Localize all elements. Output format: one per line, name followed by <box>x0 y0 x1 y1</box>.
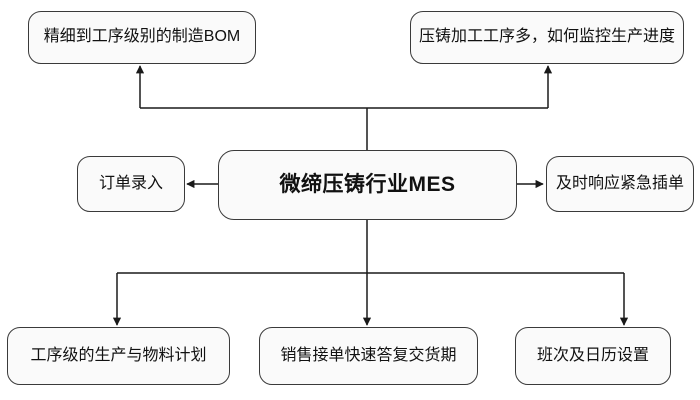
node-root[interactable]: 微缔压铸行业MES <box>218 150 517 220</box>
node-delivery[interactable]: 销售接单快速答复交货期 <box>259 327 478 385</box>
node-order-label: 订单录入 <box>98 174 163 192</box>
node-urgent-label: 及时响应紧急插单 <box>555 174 684 192</box>
node-progress-label: 压铸加工工序多，如何监控生产进度 <box>418 28 675 46</box>
node-bom[interactable]: 精细到工序级别的制造BOM <box>28 11 256 64</box>
node-shift-label: 班次及日历设置 <box>536 346 649 364</box>
node-progress[interactable]: 压铸加工工序多，如何监控生产进度 <box>410 11 684 64</box>
node-shift[interactable]: 班次及日历设置 <box>515 327 671 385</box>
node-delivery-label: 销售接单快速答复交货期 <box>280 346 457 364</box>
node-plan[interactable]: 工序级的生产与物料计划 <box>7 327 230 385</box>
node-order[interactable]: 订单录入 <box>77 156 185 212</box>
node-urgent[interactable]: 及时响应紧急插单 <box>546 156 694 212</box>
node-bom-label: 精细到工序级别的制造BOM <box>43 28 241 46</box>
node-root-label: 微缔压铸行业MES <box>279 172 456 196</box>
node-plan-label: 工序级的生产与物料计划 <box>30 346 207 364</box>
